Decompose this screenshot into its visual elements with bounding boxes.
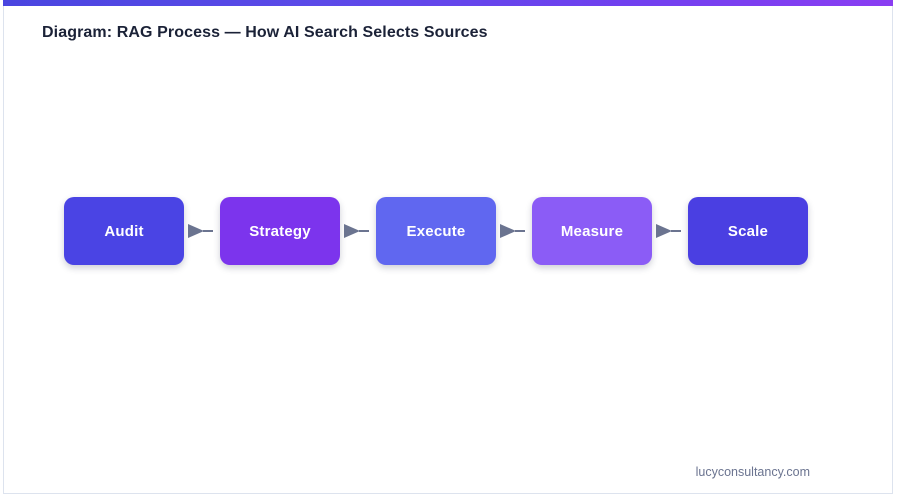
arrow-right-icon [496,197,532,265]
process-node-execute[interactable]: Execute [376,197,496,265]
arrow-right-icon [652,197,688,265]
footer-site-link[interactable]: lucyconsultancy.com [695,465,810,479]
diagram-card: Diagram: RAG Process — How AI Search Sel… [3,0,893,494]
process-node-label: Strategy [249,222,311,240]
process-node-measure[interactable]: Measure [532,197,652,265]
process-node-label: Scale [727,222,769,240]
process-node-label: Audit [104,222,144,240]
arrow-right-icon [184,197,220,265]
arrow-right-icon [340,197,376,265]
process-node-scale[interactable]: Scale [688,197,808,265]
page-title: Diagram: RAG Process — How AI Search Sel… [42,24,488,41]
process-node-label: Measure [560,222,624,240]
process-node-label: Execute [406,222,466,240]
process-flow: Audit Strategy Execute [64,197,808,265]
process-node-audit[interactable]: Audit [64,197,184,265]
accent-bar [3,0,893,6]
process-node-strategy[interactable]: Strategy [220,197,340,265]
